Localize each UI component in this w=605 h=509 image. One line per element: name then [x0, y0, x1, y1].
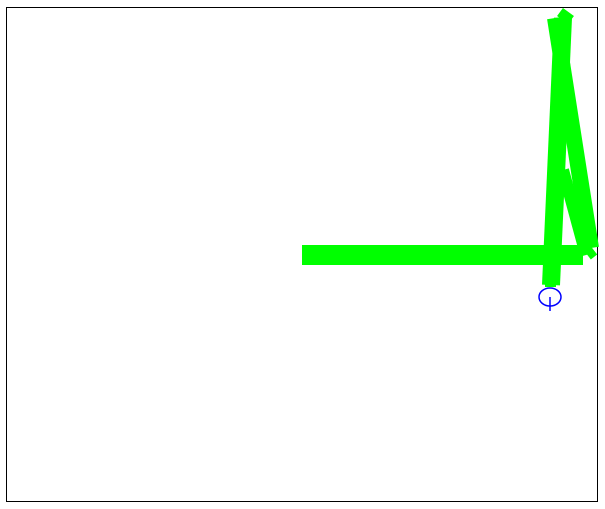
trail-segment [580, 241, 598, 260]
trail-segment [557, 168, 592, 257]
trail [302, 7, 599, 287]
trail-segment [547, 25, 571, 231]
trail-segment [557, 7, 574, 25]
agent-marker [538, 287, 562, 311]
